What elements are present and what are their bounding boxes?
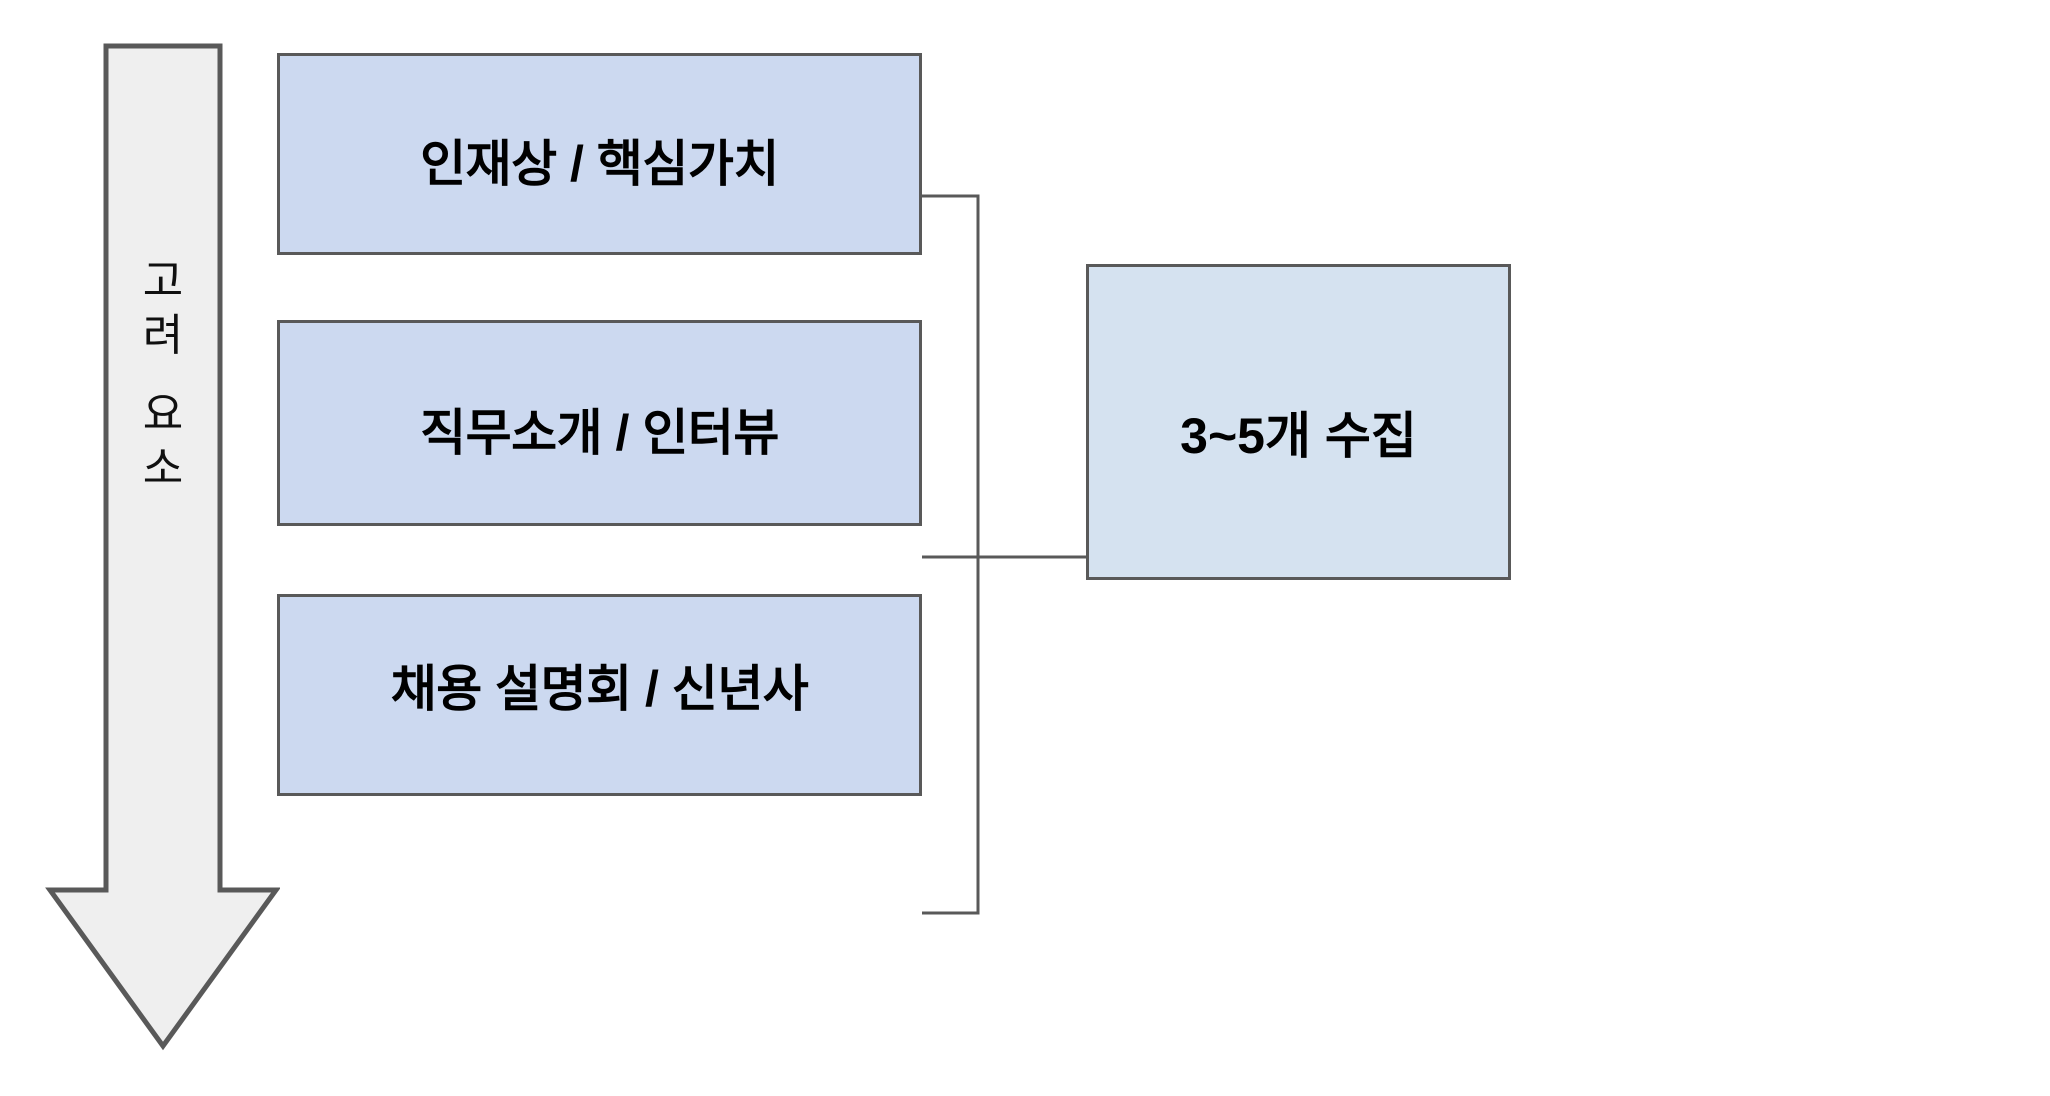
node-collect-result[interactable]: 3~5개 수집 <box>1086 264 1511 580</box>
down-arrow-shape <box>44 42 280 1052</box>
down-arrow-icon <box>45 43 280 1051</box>
node-label: 인재상 / 핵심가치 <box>420 136 779 192</box>
arrow-label-char-1: 고 <box>142 257 184 306</box>
node-job-intro[interactable]: 직무소개 / 인터뷰 <box>277 320 922 526</box>
arrow-label-char-4: 소 <box>142 444 184 494</box>
node-label: 3~5개 수집 <box>1180 408 1417 464</box>
arrow-label: 고 려 요 소 <box>105 255 221 585</box>
node-label: 직무소개 / 인터뷰 <box>420 405 779 461</box>
node-label: 채용 설명회 / 신년사 <box>390 661 809 717</box>
arrow-label-char-3: 요 <box>142 390 184 440</box>
node-recruit-briefing[interactable]: 채용 설명회 / 신년사 <box>277 594 922 796</box>
node-talent-profile[interactable]: 인재상 / 핵심가치 <box>277 53 922 255</box>
arrow-label-char-2: 려 <box>142 310 184 360</box>
